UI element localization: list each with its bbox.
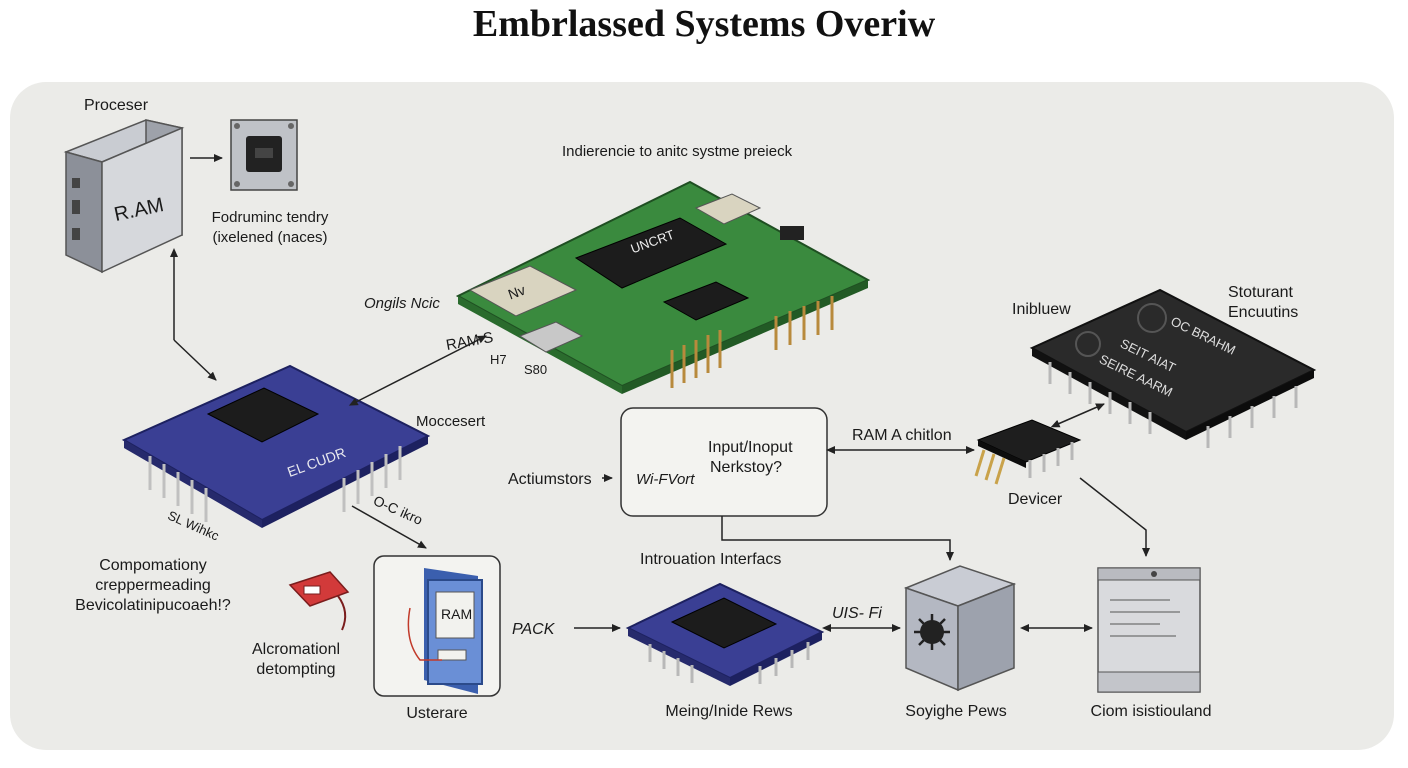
device-chip-icon xyxy=(974,419,1082,485)
label-soyighe: Soyighe Pews xyxy=(905,703,1007,720)
label-inibluew: Inibluew xyxy=(1012,301,1071,318)
label-compomationy-3: Bevicolatinipucoaeh!? xyxy=(75,597,231,614)
label-introuation: Introuation Interfacs xyxy=(640,551,782,568)
label-devicer: Devicer xyxy=(1008,491,1063,508)
label-compomationy-1: Compomationy xyxy=(99,557,207,574)
page-title: Embrlassed Systems Overiw xyxy=(472,3,936,45)
label-input-2: Nerkstoy? xyxy=(710,459,783,476)
label-ongils: Ongils Ncic xyxy=(364,295,440,312)
black-chip-icon xyxy=(1029,288,1317,448)
label-stoturant-1: Stoturant xyxy=(1228,284,1293,301)
ram-card-icon xyxy=(407,568,483,694)
label-compomationy-2: crеppermeading xyxy=(95,577,211,594)
label-fodruminc-1: Fodruminc tendry xyxy=(211,209,329,226)
label-actiumstors: Actiumstors xyxy=(508,471,592,488)
label-uisfi: UIS- Fi xyxy=(832,605,882,622)
label-usterare: Usterare xyxy=(406,705,468,722)
label-stoturant-2: Encuutins xyxy=(1228,304,1299,321)
label-moccesert: Moccesert xyxy=(416,413,486,430)
label-proceser: Proceser xyxy=(84,97,149,114)
storage-cube-icon xyxy=(903,565,1017,692)
label-ciom: Ciom isistiouland xyxy=(1090,703,1212,720)
input-network-box xyxy=(620,407,828,517)
green-board-icon xyxy=(455,180,871,394)
label-s80: S80 xyxy=(524,362,548,377)
label-h7: H7 xyxy=(490,352,507,367)
label-pack: PACK xyxy=(512,621,555,638)
small-chip-icon xyxy=(230,119,298,191)
label-ram-a-chitlon: RAM A chitlon xyxy=(852,427,952,444)
connector-clip-icon xyxy=(288,571,350,631)
label-alcromation-2: detompting xyxy=(256,661,336,678)
connector-arrows xyxy=(170,248,1150,632)
document-device-icon xyxy=(1097,567,1201,693)
label-ram-card: RAM xyxy=(441,606,473,622)
label-indierencie: Indierencie to anitc systme preieck xyxy=(562,143,793,160)
ram-block-icon xyxy=(63,119,185,274)
label-wifvort: Wi-FVort xyxy=(636,471,695,488)
label-fodruminc-2: (ixelened (naces) xyxy=(212,229,328,246)
label-meing: Meing/Inide Rews xyxy=(665,703,793,720)
label-alcromation-1: Alcromationl xyxy=(251,641,341,658)
blue-chip-bottom-icon xyxy=(625,582,825,686)
label-input-1: Input/Inoput xyxy=(708,439,793,456)
